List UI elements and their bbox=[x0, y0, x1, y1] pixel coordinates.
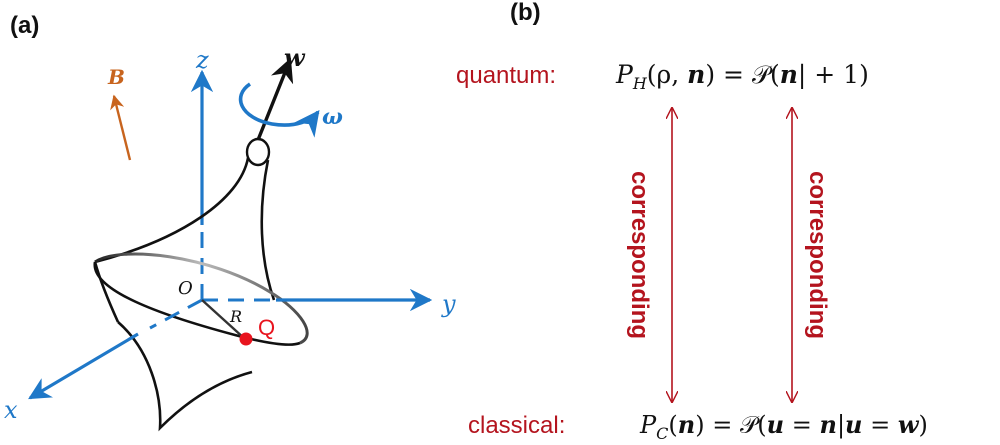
field-label: B bbox=[107, 65, 125, 89]
corresponding-label-right: corresponding bbox=[804, 171, 831, 339]
classical-formula: PC(n) = 𝒫(u = n|u = w) bbox=[639, 410, 928, 443]
magnetic-field-arrow bbox=[110, 94, 132, 161]
classical-label: classical: bbox=[468, 412, 565, 439]
point-q-marker bbox=[239, 332, 253, 346]
angular-velocity-label: ω bbox=[322, 104, 343, 130]
radius-line bbox=[201, 299, 246, 340]
x-axis bbox=[28, 332, 139, 400]
quantum-label: quantum: bbox=[456, 62, 556, 89]
z-axis-label: z bbox=[195, 46, 209, 74]
x-axis-hidden bbox=[149, 298, 203, 330]
spinning-body bbox=[93, 137, 309, 432]
spin-axis-arrow bbox=[256, 57, 294, 141]
y-axis-label: y bbox=[441, 290, 456, 318]
radius-label: R bbox=[229, 307, 242, 326]
spin-axis-label: w bbox=[284, 43, 306, 72]
origin-label: O bbox=[178, 278, 193, 299]
corresponding-label-left: corresponding bbox=[626, 171, 653, 339]
point-q-label: Q bbox=[258, 315, 275, 340]
angular-velocity-arrow bbox=[238, 82, 320, 138]
x-axis-label: x bbox=[4, 396, 18, 424]
panel-a-label: (a) bbox=[10, 12, 39, 39]
panel-b-label: (b) bbox=[510, 0, 541, 26]
quantum-formula: PH(ρ, n) = 𝒫(n| + 1) bbox=[615, 60, 869, 93]
